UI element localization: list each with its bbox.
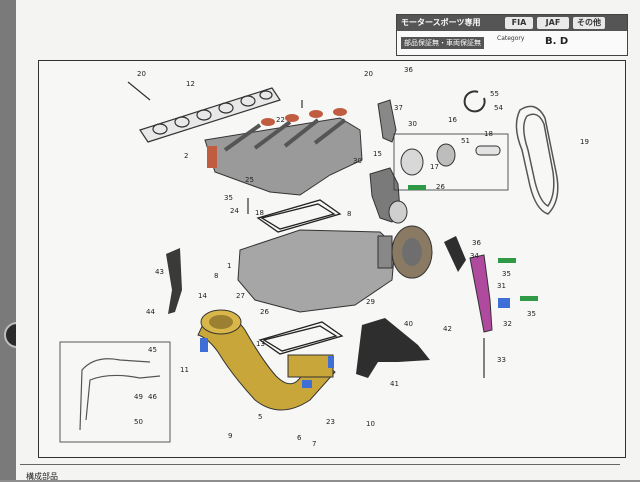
- callout-31: 31: [497, 282, 506, 290]
- callout-45: 45: [148, 346, 157, 354]
- callout-17: 17: [430, 163, 439, 171]
- callout-51: 51: [461, 137, 470, 145]
- callout-35: 35: [224, 194, 233, 202]
- tag-fia: FIA: [505, 17, 533, 29]
- bracket-icon: [166, 248, 182, 314]
- callout-49: 49: [134, 393, 143, 401]
- callout-25: 25: [245, 176, 254, 184]
- header-subtitle: 部品保証無・車両保証無: [401, 37, 484, 49]
- callout-55: 55: [490, 90, 499, 98]
- bolt-icon: [127, 81, 485, 378]
- bracket-icon: [444, 236, 466, 272]
- intake-manifold-icon: [204, 108, 363, 196]
- callout-16: 16: [448, 116, 457, 124]
- header-row: モータースポーツ専用 FIA JAF その他: [397, 15, 627, 31]
- callout-18: 18: [255, 209, 264, 217]
- callout-21: 20: [137, 70, 146, 78]
- bracket-icon: [356, 318, 430, 378]
- callout-14: 14: [198, 292, 207, 300]
- tag-jaf: JAF: [537, 17, 569, 29]
- fastener-icon: [408, 185, 538, 308]
- callout-13: 13: [256, 340, 265, 348]
- gasket-icon: [256, 199, 344, 355]
- callout-50: 50: [134, 418, 143, 426]
- callout-26b: 26: [436, 183, 445, 191]
- tag-other: その他: [573, 17, 605, 29]
- oil-line-icon: [79, 358, 161, 431]
- callout-35b: 35: [502, 270, 511, 278]
- callout-29: 29: [366, 298, 375, 306]
- category-label: Category: [497, 35, 525, 42]
- footer: 構成部品: [20, 464, 620, 481]
- callout-8b: 8: [214, 272, 219, 280]
- idler-arm-icon: [469, 254, 493, 333]
- footer-caption: 構成部品: [26, 472, 58, 481]
- callout-10: 10: [366, 420, 375, 428]
- callout-43: 43: [155, 268, 164, 276]
- callout-5: 5: [258, 413, 263, 421]
- callout-11: 11: [180, 366, 189, 374]
- callout-7: 7: [312, 440, 317, 448]
- callout-20: 20: [364, 70, 373, 78]
- callout-33: 33: [497, 356, 506, 364]
- header-box: モータースポーツ専用 FIA JAF その他 部品保証無・車両保証無 Categ…: [396, 14, 628, 56]
- callout-42: 42: [443, 325, 452, 333]
- callout-34: 34: [470, 252, 479, 260]
- intake-pipe-icon: [197, 309, 336, 411]
- callout-54: 54: [494, 104, 503, 112]
- callout-36b: 36: [472, 239, 481, 247]
- inset-box: [59, 341, 171, 443]
- callout-41: 41: [390, 380, 399, 388]
- category-value: B. D: [545, 36, 569, 47]
- header-row-2: 部品保証無・車両保証無 Category B. D: [397, 32, 627, 54]
- callout-12: 12: [186, 80, 195, 88]
- pulley-icon: [388, 143, 501, 224]
- callout-44: 44: [146, 308, 155, 316]
- binder-edge: [0, 0, 18, 480]
- circlip-icon: [463, 90, 486, 113]
- callout-18b: 18: [484, 130, 493, 138]
- callout-35c: 35: [527, 310, 536, 318]
- callout-15: 15: [373, 150, 382, 158]
- parts-group-box: [393, 133, 509, 191]
- callout-32: 32: [503, 320, 512, 328]
- callout-6: 6: [297, 434, 302, 442]
- callout-26: 26: [260, 308, 269, 316]
- callout-23: 23: [326, 418, 335, 426]
- gasket-icon: [139, 87, 281, 143]
- callout-9: 9: [228, 432, 233, 440]
- callout-19: 19: [580, 138, 589, 146]
- header-title: モータースポーツ専用: [401, 18, 481, 27]
- callout-30b: 30: [353, 157, 362, 165]
- supercharger-icon: [237, 225, 433, 313]
- callout-22: 22: [276, 116, 285, 124]
- callout-24: 24: [230, 207, 239, 215]
- callout-27: 27: [236, 292, 245, 300]
- callout-36: 36: [404, 66, 413, 74]
- callout-40: 40: [404, 320, 413, 328]
- callout-30: 30: [408, 120, 417, 128]
- drive-belt-icon: [515, 105, 559, 215]
- callout-1: 1: [227, 262, 232, 270]
- callout-46: 46: [148, 393, 157, 401]
- callout-2: 2: [184, 152, 189, 160]
- callout-8: 8: [347, 210, 352, 218]
- callout-37: 37: [394, 104, 403, 112]
